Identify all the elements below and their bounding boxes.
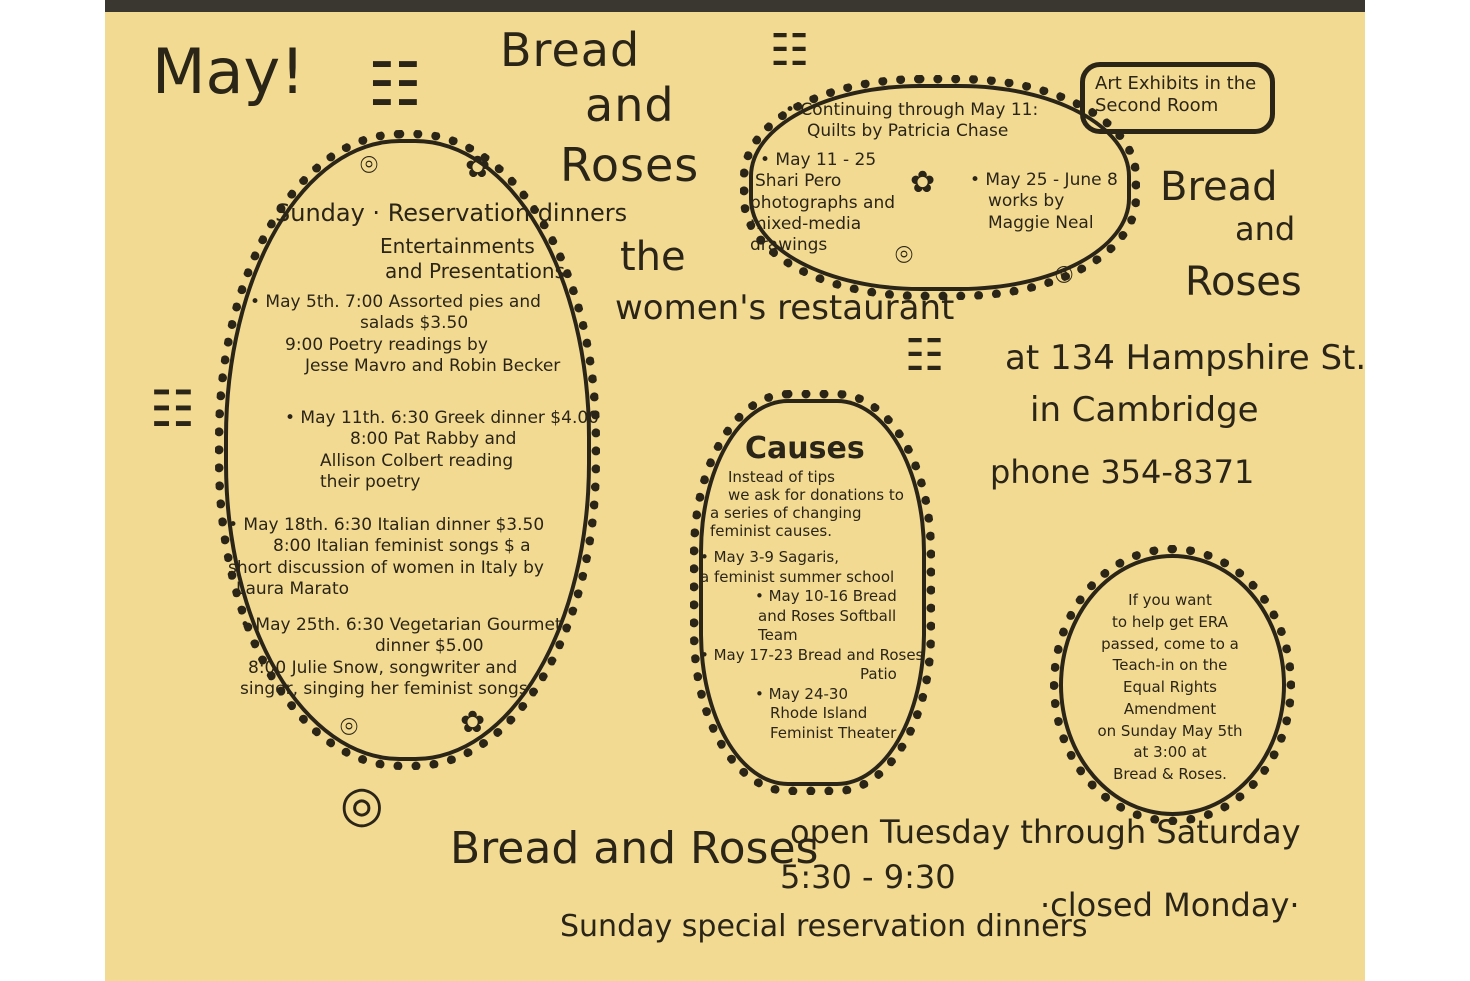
causes-line: a feminist summer school — [700, 567, 895, 586]
art-line: • May 11 - 25 — [760, 150, 877, 170]
may-heading: May! — [152, 35, 306, 108]
causes-line: we ask for donations to — [728, 486, 904, 504]
event-line: 8:00 Pat Rabby and — [350, 429, 517, 450]
stool-icon: ◎ — [340, 775, 384, 833]
era-line: Teach-in on the — [1112, 656, 1228, 675]
event-line: short discussion of women in Italy by — [228, 557, 544, 578]
art-line: photographs and — [750, 192, 896, 213]
ladder-icon: ☷ — [150, 380, 195, 438]
event-line: singer, singing her feminist songs — [240, 678, 528, 699]
right-title-roses: Roses — [1185, 259, 1302, 305]
art-line: Quilts by Patricia Chase — [807, 121, 1009, 142]
era-line: at 3:00 at — [1133, 743, 1207, 762]
art-line: works by — [988, 191, 1065, 212]
address: at 134 Hampshire St. — [1005, 338, 1367, 378]
art-exhibits-panel — [740, 75, 1140, 300]
event-line: their poetry — [320, 471, 421, 492]
flower-icon: ✿ — [460, 705, 486, 740]
era-line: Equal Rights — [1123, 678, 1217, 696]
phone: phone 354-8371 — [990, 453, 1255, 491]
event-line: dinner $5.00 — [375, 636, 484, 657]
causes-line: Instead of tips — [728, 468, 835, 486]
sunday-dinners-panel — [215, 130, 600, 770]
footer-sunday: Sunday special reservation dinners — [560, 909, 1088, 944]
plate-icon: ⌾ — [1055, 258, 1073, 293]
era-text: If you want to help get ERA passed, come… — [1085, 590, 1255, 786]
title-roses: Roses — [560, 138, 700, 192]
event-line: 8:00 Julie Snow, songwriter and — [248, 657, 518, 678]
event-may25: • May 25th. 6:30 Vegetarian Gourmet dinn… — [240, 615, 562, 700]
causes-list: • May 3-9 Sagaris, a feminist summer sch… — [700, 548, 923, 743]
art-line: mixed-media — [750, 213, 862, 234]
ladder-icon: ☷ — [368, 50, 422, 120]
causes-line: feminist causes. — [710, 522, 832, 540]
footer-name: Bread and Roses — [450, 823, 819, 874]
event-line: Allison Colbert reading — [320, 450, 514, 471]
event-line: 9:00 Poetry readings by — [285, 334, 488, 355]
event-line: Laura Marato — [236, 578, 350, 599]
the-label: the — [620, 234, 686, 280]
sunday-sub2: and Presentations — [385, 259, 566, 283]
title-bread: Bread — [500, 23, 641, 77]
era-line: Amendment — [1123, 699, 1217, 718]
era-line: If you want — [1128, 591, 1212, 609]
flower-icon: ✿ — [910, 165, 936, 200]
causes-line: • May 3-9 Sagaris, — [700, 548, 840, 566]
sunday-heading: Sunday · Reservation dinners — [275, 199, 628, 227]
event-may5: • May 5th. 7:00 Assorted pies and salads… — [250, 292, 560, 377]
title-and: and — [585, 78, 675, 132]
footer-open-days: open Tuesday through Saturday — [790, 813, 1301, 851]
era-line: to help get ERA — [1112, 612, 1228, 631]
restaurant-name: women's restaurant — [615, 288, 955, 328]
causes-line: Feminist Theater — [770, 723, 897, 742]
plate-icon: ⌾ — [895, 238, 913, 273]
art-exhibits-label: Art Exhibits in the Second Room — [1080, 62, 1275, 134]
event-line: • May 25th. 6:30 Vegetarian Gourmet — [240, 615, 562, 635]
art-maggie-neal: • May 25 - June 8 works by Maggie Neal — [970, 170, 1118, 234]
causes-line: • May 10-16 Bread — [755, 587, 897, 605]
causes-line: Team — [758, 626, 798, 644]
causes-line: a series of changing — [710, 504, 862, 522]
art-continuing: • Continuing through May 11: Quilts by P… — [785, 100, 1038, 143]
ladder-icon: ☷ — [770, 25, 810, 76]
art-line: drawings — [750, 235, 828, 255]
event-line: Jesse Mavro and Robin Becker — [305, 355, 561, 376]
art-line: • May 25 - June 8 — [970, 170, 1118, 190]
ladder-icon: ☷ — [905, 330, 945, 381]
causes-line: • May 24-30 — [755, 684, 848, 703]
right-title-bread: Bread — [1160, 164, 1278, 210]
event-line: salads $3.50 — [360, 313, 469, 334]
plate-icon: ⌾ — [340, 710, 358, 745]
causes-panel — [690, 390, 935, 795]
causes-line: and Roses Softball — [758, 606, 897, 625]
art-line: Maggie Neal — [988, 212, 1094, 233]
art-line: Shari Pero — [755, 171, 842, 192]
event-line: • May 5th. 7:00 Assorted pies and — [250, 292, 541, 312]
right-title-and: and — [1235, 210, 1296, 248]
event-may18: • May 18th. 6:30 Italian dinner $3.50 8:… — [228, 515, 544, 600]
causes-heading: Causes — [745, 431, 865, 466]
city: in Cambridge — [1030, 390, 1259, 430]
sunday-sub1: Entertainments — [380, 234, 535, 258]
causes-intro: Instead of tips we ask for donations to … — [710, 468, 904, 540]
era-line: on Sunday May 5th — [1097, 721, 1243, 740]
era-line: Bread & Roses. — [1113, 765, 1227, 783]
causes-line: Patio — [860, 665, 897, 683]
causes-line: • May 17-23 Bread and Roses — [700, 645, 924, 664]
causes-line: Rhode Island — [770, 704, 868, 722]
footer-hours: 5:30 - 9:30 — [780, 858, 956, 896]
art-line: • Continuing through May 11: — [785, 100, 1039, 120]
era-panel — [1050, 545, 1295, 825]
event-line: 8:00 Italian feminist songs $ a — [273, 536, 531, 557]
event-may11: • May 11th. 6:30 Greek dinner $4.00 8:00… — [285, 408, 599, 493]
era-line: passed, come to a — [1101, 634, 1239, 653]
event-line: • May 11th. 6:30 Greek dinner $4.00 — [285, 408, 599, 428]
art-shari-pero: • May 11 - 25 Shari Pero photographs and… — [750, 150, 895, 256]
event-line: • May 18th. 6:30 Italian dinner $3.50 — [228, 515, 545, 535]
footer-closed: ·closed Monday· — [1040, 886, 1300, 924]
